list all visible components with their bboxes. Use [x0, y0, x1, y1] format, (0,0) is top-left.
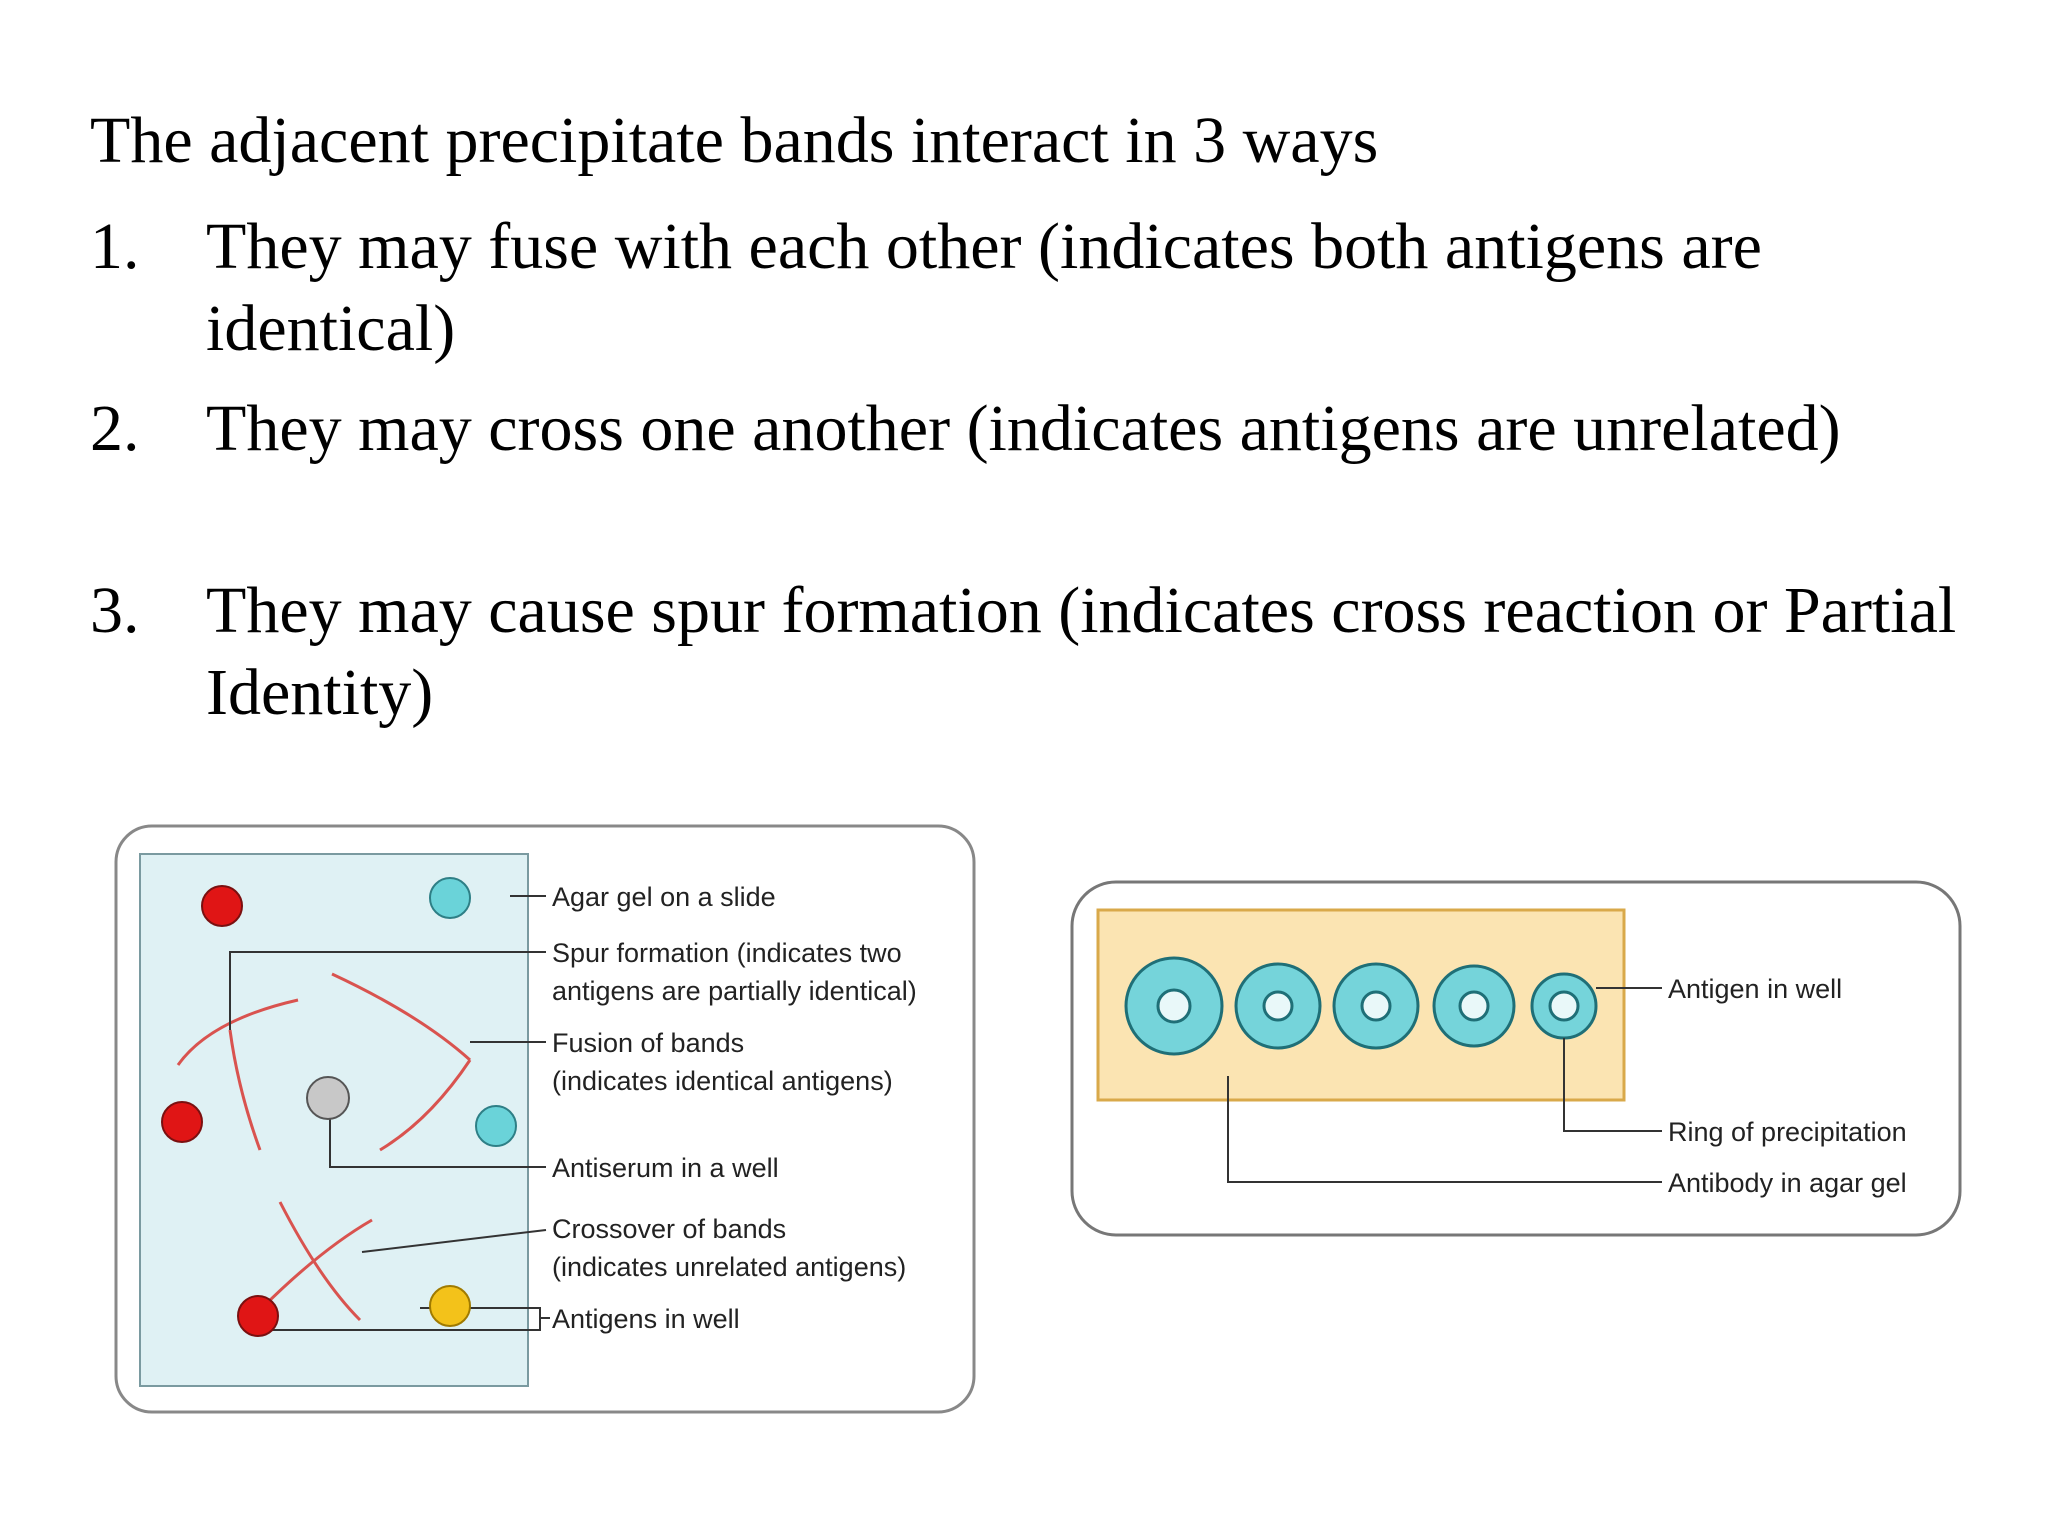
label-antigens-in-well: Antigens in well	[552, 1304, 740, 1334]
antigen-well-red-bottom	[237, 1295, 279, 1337]
antigen-well-1	[1156, 988, 1192, 1024]
leader-crossover	[361, 1229, 547, 1253]
band-top-right	[331, 972, 472, 1062]
label-antigen-in-well: Antigen in well	[1668, 974, 1842, 1004]
leader-antibody	[1227, 1076, 1662, 1183]
precipitation-wells	[1124, 956, 1598, 1056]
list-item-spur: 3. They may cause spur formation (indica…	[90, 570, 1970, 734]
list-text: They may cross one another (indicates an…	[206, 392, 1841, 465]
label-crossover-line2: (indicates unrelated antigens)	[552, 1252, 906, 1282]
antigen-well-3	[1360, 990, 1392, 1022]
label-ring-of-precipitation: Ring of precipitation	[1668, 1117, 1907, 1147]
band-left-lower	[228, 1029, 262, 1151]
antigen-well-red-top	[201, 885, 243, 927]
list-text: They may cause spur formation (indicates…	[206, 574, 1957, 729]
antigen-well-4	[1458, 990, 1490, 1022]
slide-heading: The adjacent precipitate bands interact …	[90, 104, 1379, 177]
antigen-well-yellow	[429, 1285, 471, 1327]
double-diffusion-diagram: Agar gel on a slide Spur formation (indi…	[114, 824, 976, 1414]
precipitate-bands	[176, 972, 472, 1322]
antigen-well-cyan-mid	[475, 1105, 517, 1147]
list-number: 3.	[90, 574, 140, 647]
band-cross-a	[278, 1201, 362, 1322]
label-spur-line2: antigens are partially identical)	[552, 976, 917, 1006]
list-text: They may fuse with each other (indicates…	[206, 210, 1762, 365]
leader-spur	[229, 951, 546, 1030]
band-spur-left	[176, 998, 299, 1066]
label-antiserum: Antiserum in a well	[552, 1153, 779, 1183]
leader-lines	[229, 895, 550, 1331]
leader-ring	[1563, 1038, 1662, 1132]
leader-antiserum	[329, 1100, 546, 1168]
radial-immunodiffusion-diagram: Antigen in well Ring of precipitation An…	[1070, 880, 1962, 1237]
antigen-well-cyan-top	[429, 877, 471, 919]
label-antibody-in-agar-gel: Antibody in agar gel	[1668, 1168, 1907, 1198]
antiserum-well	[306, 1076, 350, 1120]
antigen-well-5	[1548, 990, 1580, 1022]
band-cross-b	[258, 1218, 373, 1312]
list-number: 2.	[90, 392, 140, 465]
band-right-lower	[379, 1059, 472, 1152]
label-agar-gel: Agar gel on a slide	[552, 882, 776, 912]
antigen-well-red-mid	[161, 1101, 203, 1143]
label-spur-line1: Spur formation (indicates two	[552, 938, 902, 968]
list-number: 1.	[90, 210, 140, 283]
antigen-well-2	[1262, 990, 1294, 1022]
leader-lines	[1227, 987, 1662, 1183]
list-item-fuse: 1. They may fuse with each other (indica…	[90, 206, 1970, 370]
label-fusion-line2: (indicates identical antigens)	[552, 1066, 893, 1096]
list-item-cross: 2. They may cross one another (indicates…	[90, 388, 1970, 470]
label-crossover-line1: Crossover of bands	[552, 1214, 786, 1244]
label-fusion-line1: Fusion of bands	[552, 1028, 744, 1058]
